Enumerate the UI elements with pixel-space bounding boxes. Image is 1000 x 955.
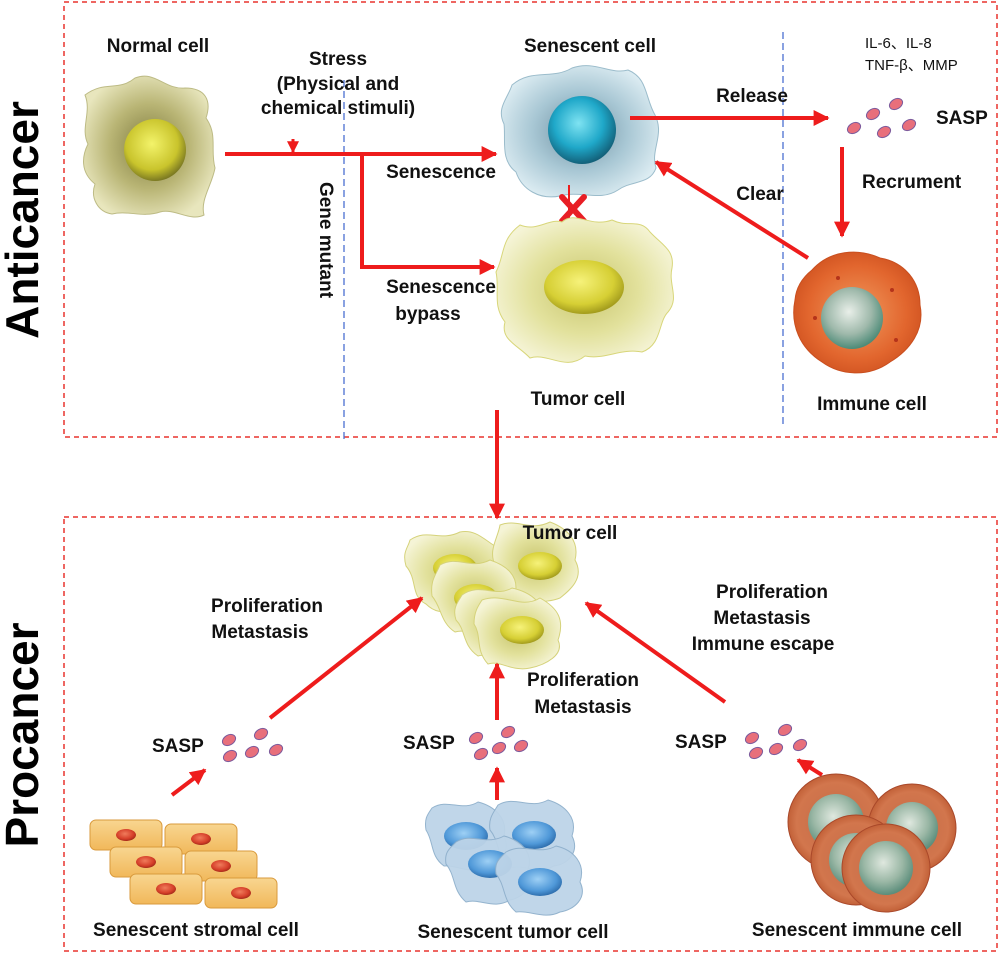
tumor-cell-top-label: Tumor cell (531, 389, 626, 410)
normal-cell-nucleus (124, 119, 186, 181)
senescent-tumor-cells (425, 799, 583, 916)
arrow-senescence-bypass (360, 154, 496, 275)
senescence-bypass-label-1: Senescence (386, 277, 496, 298)
normal-cell-label: Normal cell (107, 36, 209, 57)
sasp-dots-right (744, 723, 808, 760)
senescence-bypass-label-2: bypass (395, 304, 460, 325)
tumor-cell-top-nucleus (544, 260, 624, 314)
tumor-cell-cluster (404, 521, 579, 670)
senescent-cell (500, 65, 660, 198)
sasp-dots-mid (468, 725, 529, 761)
senescence-label: Senescence (386, 162, 496, 183)
sasp-dots-top (846, 97, 917, 139)
prolif-mid-label-1: Proliferation (527, 670, 639, 691)
prolif-left-label-1: Proliferation (211, 596, 323, 617)
cytokines-label-2: TNF-β、MMP (865, 57, 958, 74)
senescent-stromal-label: Senescent stromal cell (93, 920, 299, 941)
arrow-stromal-to-sasp (170, 768, 207, 797)
immune-cell (793, 251, 922, 374)
normal-cell (83, 75, 216, 218)
stress-label-2: (Physical and (277, 74, 400, 95)
sasp-right-label: SASP (675, 732, 727, 753)
prolif-left-label-2: Metastasis (211, 622, 308, 643)
senescent-immune-label: Senescent immune cell (752, 920, 962, 941)
senescent-stromal-cells (89, 819, 278, 909)
senescent-cell-nucleus (548, 96, 616, 164)
sasp-dots-left (221, 727, 284, 763)
sasp-left-label: SASP (152, 736, 204, 757)
senescent-immune-cells (787, 773, 957, 913)
immune-cell-label: Immune cell (817, 394, 927, 415)
prolif-right-label-2: Metastasis (713, 608, 810, 629)
procancer-title: Procancer (0, 622, 48, 847)
release-label: Release (716, 86, 788, 107)
prolif-right-label-3: Immune escape (692, 634, 835, 655)
arrow-clear (654, 160, 810, 260)
anticancer-title: Anticancer (0, 101, 48, 339)
sasp-top-label: SASP (936, 108, 988, 129)
stress-label-3: chemical stimuli) (261, 98, 415, 119)
senescent-tumor-label: Senescent tumor cell (417, 922, 608, 943)
senescent-cell-label: Senescent cell (524, 36, 656, 57)
immune-cell-nucleus (821, 287, 883, 349)
tumor-cell-top (495, 217, 674, 363)
clear-label: Clear (736, 184, 784, 205)
prolif-right-label-1: Proliferation (716, 582, 828, 603)
cytokines-label-1: IL-6、IL-8 (865, 35, 932, 52)
arrow-immune-to-sasp (796, 758, 824, 777)
stress-label-1: Stress (309, 49, 367, 70)
tumor-cell-bottom-label: Tumor cell (523, 523, 618, 544)
block-x-icon (559, 194, 587, 224)
sasp-mid-label: SASP (403, 733, 455, 754)
arrow-stromal-to-tumor (268, 596, 424, 720)
gene-mutant-label: Gene mutant (315, 182, 336, 299)
recruitment-label: Recrument (862, 172, 962, 193)
arrow-immune-to-tumor (584, 601, 727, 704)
prolif-mid-label-2: Metastasis (534, 697, 631, 718)
